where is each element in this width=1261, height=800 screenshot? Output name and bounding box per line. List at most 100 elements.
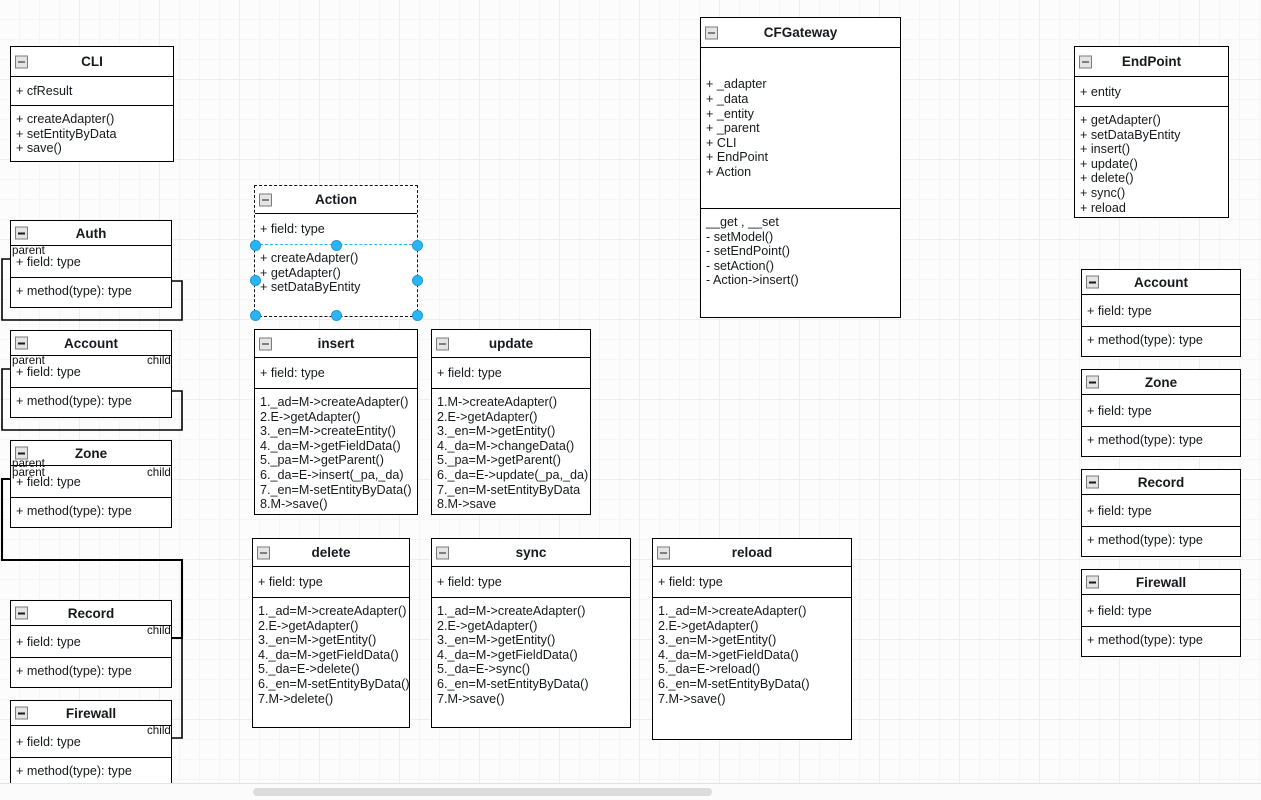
handle-mid-left[interactable] — [250, 275, 261, 286]
class-box-account-right[interactable]: Account+ field: type+ method(type): type — [1081, 269, 1241, 357]
attributes-compartment-zone-left[interactable]: + field: type — [11, 466, 171, 497]
class-header-firewall-right[interactable]: Firewall — [1082, 570, 1240, 595]
collapse-minus-icon[interactable] — [1086, 575, 1099, 589]
class-header-action[interactable]: Action — [255, 186, 417, 214]
handle-bottom-left[interactable] — [250, 310, 261, 321]
handle-mid-right[interactable] — [412, 275, 423, 286]
class-header-zone-left[interactable]: Zone — [11, 441, 171, 466]
attributes-compartment-account-right[interactable]: + field: type — [1082, 295, 1240, 326]
class-header-endpoint[interactable]: EndPoint — [1075, 47, 1228, 77]
operations-compartment-update[interactable]: 1.M->createAdapter()2.E->getAdapter()3._… — [432, 388, 590, 517]
class-box-account-left[interactable]: Account+ field: type+ method(type): type — [10, 330, 172, 418]
collapse-minus-icon[interactable] — [436, 546, 449, 559]
operations-compartment-firewall-right[interactable]: + method(type): type — [1082, 626, 1240, 653]
operations-compartment-firewall-left[interactable]: + method(type): type — [11, 757, 171, 784]
collapse-minus-icon[interactable] — [705, 26, 718, 39]
collapse-minus-icon[interactable] — [15, 336, 28, 350]
operations-compartment-reload[interactable]: 1._ad=M->createAdapter()2.E->getAdapter(… — [653, 597, 851, 711]
operations-compartment-account-left[interactable]: + method(type): type — [11, 387, 171, 414]
class-box-cli[interactable]: CLI+ cfResult+ createAdapter()+ setEntit… — [10, 46, 174, 162]
operations-compartment-action[interactable]: + createAdapter()+ getAdapter()+ setData… — [255, 244, 417, 300]
collapse-minus-icon[interactable] — [15, 55, 28, 68]
attributes-compartment-delete[interactable]: + field: type — [253, 567, 409, 597]
collapse-minus-icon[interactable] — [15, 606, 28, 620]
class-header-account-right[interactable]: Account — [1082, 270, 1240, 295]
collapse-minus-icon[interactable] — [1079, 55, 1092, 68]
operations-compartment-insert[interactable]: 1._ad=M->createAdapter()2.E->getAdapter(… — [255, 388, 417, 517]
collapse-minus-icon[interactable] — [15, 446, 28, 460]
operations-compartment-endpoint[interactable]: + getAdapter()+ setDataByEntity+ insert(… — [1075, 106, 1228, 220]
class-box-cfgateway[interactable]: CFGateway+ _adapter+ _data+ _entity+ _pa… — [700, 17, 901, 318]
collapse-minus-icon[interactable] — [1086, 275, 1099, 289]
attributes-compartment-zone-right[interactable]: + field: type — [1082, 395, 1240, 426]
class-box-firewall-left[interactable]: Firewall+ field: type+ method(type): typ… — [10, 700, 172, 788]
collapse-minus-icon[interactable] — [1086, 475, 1099, 489]
operations-compartment-auth[interactable]: + method(type): type — [11, 277, 171, 304]
handle-bottom-right[interactable] — [412, 310, 423, 321]
operations-compartment-cfgateway[interactable]: __get , __set- setModel()- setEndPoint()… — [701, 208, 900, 293]
horizontal-scrollbar[interactable] — [0, 783, 1261, 800]
operations-compartment-delete[interactable]: 1._ad=M->createAdapter()2.E->getAdapter(… — [253, 597, 410, 711]
class-header-auth[interactable]: Auth — [11, 221, 171, 246]
operations-compartment-account-right[interactable]: + method(type): type — [1082, 326, 1240, 353]
horizontal-scrollbar-thumb[interactable] — [253, 788, 712, 796]
attributes-compartment-firewall-right[interactable]: + field: type — [1082, 595, 1240, 626]
class-header-reload[interactable]: reload — [653, 539, 851, 567]
operations-compartment-cli[interactable]: + createAdapter()+ setEntityByData+ save… — [11, 105, 173, 161]
attributes-compartment-account-left[interactable]: + field: type — [11, 356, 171, 387]
class-box-zone-left[interactable]: Zone+ field: type+ method(type): type — [10, 440, 172, 528]
operations-compartment-record-right[interactable]: + method(type): type — [1082, 526, 1240, 553]
class-box-endpoint[interactable]: EndPoint+ entity+ getAdapter()+ setDataB… — [1074, 46, 1229, 218]
class-header-cfgateway[interactable]: CFGateway — [701, 18, 900, 48]
attributes-compartment-update[interactable]: + field: type — [432, 358, 590, 388]
class-box-record-right[interactable]: Record+ field: type+ method(type): type — [1081, 469, 1241, 557]
class-header-delete[interactable]: delete — [253, 539, 409, 567]
class-box-action[interactable]: Action+ field: type+ createAdapter()+ ge… — [254, 185, 418, 317]
class-header-record-right[interactable]: Record — [1082, 470, 1240, 495]
collapse-minus-icon[interactable] — [259, 193, 272, 206]
attributes-compartment-reload[interactable]: + field: type — [653, 567, 851, 597]
handle-bottom-center[interactable] — [331, 310, 342, 321]
class-header-cli[interactable]: CLI — [11, 47, 173, 77]
attributes-compartment-record-left[interactable]: + field: type — [11, 626, 171, 657]
operations-compartment-zone-right[interactable]: + method(type): type — [1082, 426, 1240, 453]
operations-compartment-sync[interactable]: 1._ad=M->createAdapter()2.E->getAdapter(… — [432, 597, 630, 711]
operations-compartment-zone-left[interactable]: + method(type): type — [11, 497, 171, 524]
attributes-compartment-cfgateway[interactable]: + _adapter+ _data+ _entity+ _parent+ CLI… — [701, 48, 900, 208]
handle-top-center[interactable] — [331, 240, 342, 251]
attributes-compartment-sync[interactable]: + field: type — [432, 567, 630, 597]
collapse-minus-icon[interactable] — [1086, 375, 1099, 389]
class-box-record-left[interactable]: Record+ field: type+ method(type): type — [10, 600, 172, 688]
class-box-zone-right[interactable]: Zone+ field: type+ method(type): type — [1081, 369, 1241, 457]
collapse-minus-icon[interactable] — [657, 546, 670, 559]
class-header-record-left[interactable]: Record — [11, 601, 171, 626]
operations-compartment-record-left[interactable]: + method(type): type — [11, 657, 171, 684]
attributes-compartment-endpoint[interactable]: + entity — [1075, 77, 1228, 106]
class-header-insert[interactable]: insert — [255, 330, 417, 358]
class-box-auth[interactable]: Auth+ field: type+ method(type): type — [10, 220, 172, 308]
class-header-firewall-left[interactable]: Firewall — [11, 701, 171, 726]
handle-top-right[interactable] — [412, 240, 423, 251]
attributes-compartment-action[interactable]: + field: type — [255, 214, 417, 244]
collapse-minus-icon[interactable] — [436, 337, 449, 350]
attributes-compartment-firewall-left[interactable]: + field: type — [11, 726, 171, 757]
attributes-compartment-cli[interactable]: + cfResult — [11, 77, 173, 105]
class-header-sync[interactable]: sync — [432, 539, 630, 567]
class-header-account-left[interactable]: Account — [11, 331, 171, 356]
attributes-compartment-record-right[interactable]: + field: type — [1082, 495, 1240, 526]
collapse-minus-icon[interactable] — [259, 337, 272, 350]
attributes-compartment-auth[interactable]: + field: type — [11, 246, 171, 277]
attributes-compartment-insert[interactable]: + field: type — [255, 358, 417, 388]
handle-top-left[interactable] — [250, 240, 261, 251]
class-box-firewall-right[interactable]: Firewall+ field: type+ method(type): typ… — [1081, 569, 1241, 657]
class-header-update[interactable]: update — [432, 330, 590, 358]
class-header-zone-right[interactable]: Zone — [1082, 370, 1240, 395]
collapse-minus-icon[interactable] — [15, 706, 28, 720]
collapse-minus-icon[interactable] — [257, 546, 270, 559]
collapse-minus-icon[interactable] — [15, 226, 28, 240]
